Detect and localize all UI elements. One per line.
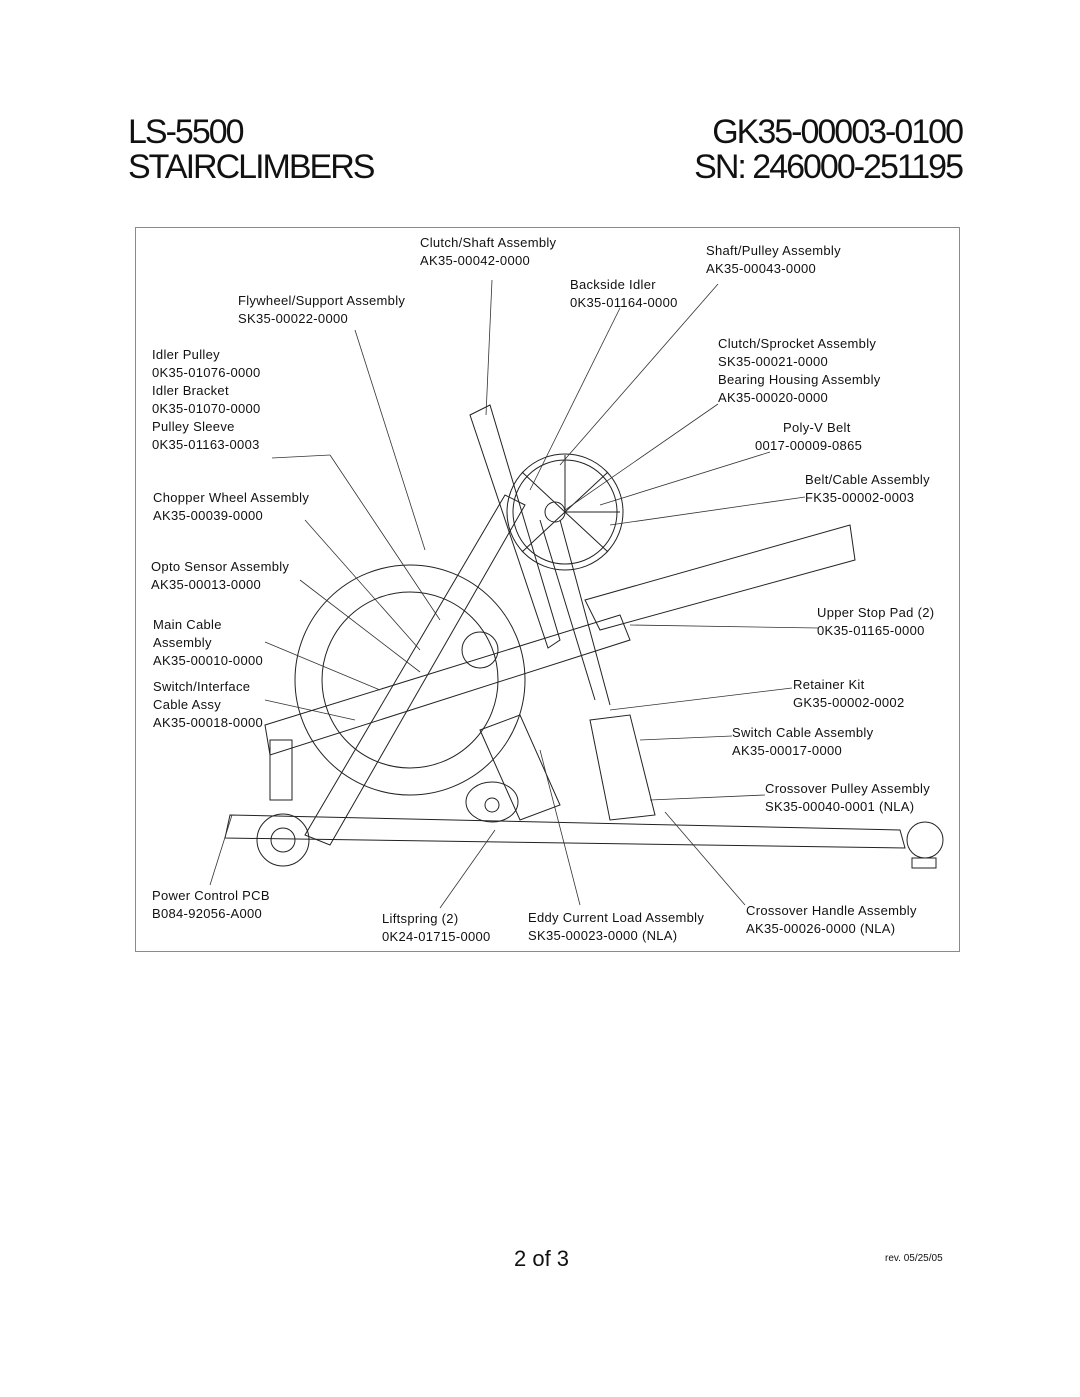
poly-v-belt-path (539, 519, 611, 706)
label-upper-stop-pad: Upper Stop Pad (2)0K35-01165-0000 (817, 605, 935, 638)
eddy-current-housing (479, 714, 561, 821)
page-number: 2 of 3 (514, 1246, 570, 1271)
leader-lines (209, 279, 819, 909)
crossover-pulley (256, 813, 310, 867)
base-frame (224, 814, 906, 849)
diagram-frame (135, 227, 960, 952)
sprocket-wheel (506, 453, 624, 571)
label-liftspring: Liftspring (2)0K24-01715-0000 (382, 911, 491, 944)
upright-beam (469, 404, 561, 649)
step-arm (304, 494, 526, 846)
flywheel (294, 564, 526, 796)
part-number-title: GK35-00003-0100 (712, 113, 964, 151)
serial-range-title: SN: 246000-251195 (694, 148, 964, 186)
rear-foot (906, 821, 944, 859)
product-title: STAIRCLIMBERS (128, 148, 375, 186)
cross-bar (264, 614, 631, 756)
control-box (589, 714, 656, 821)
power-control-box (269, 739, 293, 801)
handle-bar (584, 524, 856, 631)
model-title: LS-5500 (128, 113, 245, 151)
revision-date: rev. 05/25/05 (885, 1253, 943, 1264)
